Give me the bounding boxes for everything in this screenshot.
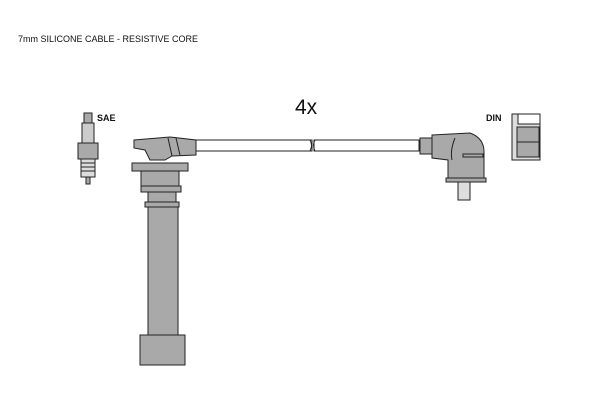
plug-boot-angled (419, 132, 487, 201)
din-label: DIN (486, 113, 502, 123)
spark-plug-icon (77, 112, 99, 185)
plug-boot-straight (131, 136, 197, 366)
quantity-label: 4x (295, 96, 318, 119)
din-connector-icon (511, 113, 541, 161)
sae-label: SAE (97, 113, 116, 123)
cable (195, 139, 420, 152)
product-title: 7mm SILICONE CABLE - RESISTIVE CORE (18, 34, 199, 44)
